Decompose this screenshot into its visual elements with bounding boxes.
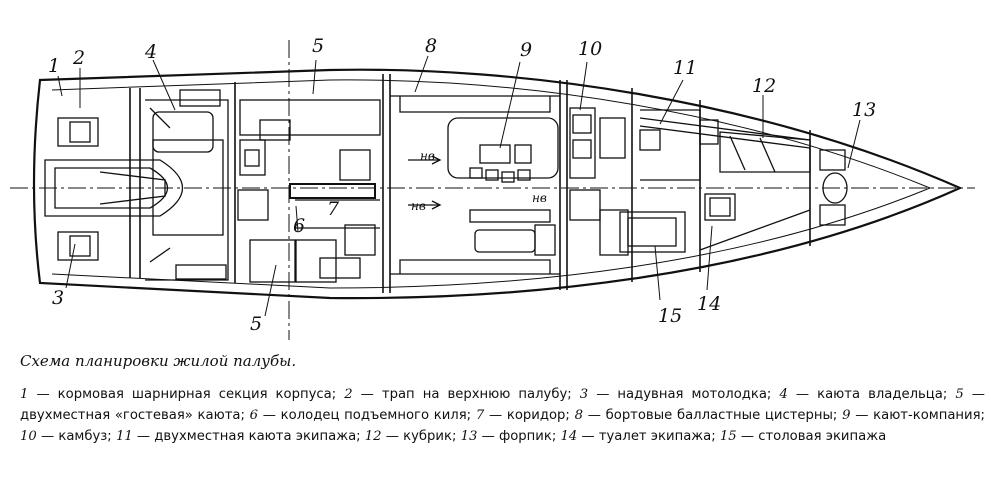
legend-text: — бортовые балластные цистерны; (582, 408, 843, 423)
corridor (295, 149, 380, 279)
forepeak (819, 149, 848, 226)
owner-cabin (145, 89, 229, 281)
hull-outline (32, 68, 963, 300)
hull-inner-line (51, 79, 932, 289)
legend-text: — кубрик; (381, 429, 461, 444)
label-6: 6 (293, 215, 305, 237)
legend-text: — форпик; (477, 429, 561, 444)
label-11: 11 (673, 57, 697, 79)
label-2: 2 (72, 47, 85, 69)
guest-cabin (237, 99, 381, 283)
legend-text: — трап на верхнюю палубу; (352, 387, 580, 402)
legend-number: 10 (20, 429, 37, 444)
label-nv-1: нв (420, 149, 435, 163)
legend-number: 15 (719, 429, 737, 444)
label-13: 13 (852, 99, 876, 121)
label-nv-3: нв (532, 191, 547, 205)
transom-section (57, 117, 99, 261)
legend-text: — двухместная «гостевая» каюта; (20, 387, 985, 423)
crew-toilet (699, 193, 811, 251)
legend-text: — кормовая шарнирная секция корпуса; (28, 387, 345, 402)
legend-number: 8 (574, 408, 583, 423)
label-10: 10 (578, 38, 602, 60)
legend-text: — кают-компания; (850, 408, 985, 423)
galley (569, 107, 629, 256)
keel-well (289, 183, 376, 199)
legend-number: 14 (560, 429, 578, 444)
legend-text: — двухместная каюта экипажа; (132, 429, 365, 444)
label-1: 1 (48, 55, 60, 77)
leader-lines (57, 55, 861, 317)
legend-number: 1 (20, 387, 29, 402)
legend-number: 13 (460, 429, 478, 444)
legend-number: 2 (344, 387, 353, 402)
legend-text: — камбуз; (36, 429, 116, 444)
label-nv-2: нв (411, 199, 426, 213)
figure-caption: Схема планировки жилой палубы. (20, 352, 297, 370)
legend-number: 4 (779, 387, 788, 402)
ballast-tanks (390, 95, 560, 275)
legend-text: — каюта владельца; (787, 387, 956, 402)
label-12: 12 (752, 75, 776, 97)
legend-number: 5 (955, 387, 964, 402)
legend-number: 6 (249, 408, 259, 423)
legend-text: — надувная мотолодка; (588, 387, 780, 402)
legend: 1 — кормовая шарнирная секция корпуса; 2… (20, 384, 985, 447)
label-4: 4 (144, 41, 157, 63)
deck-layout-plan: 1 2 3 4 5 5 6 7 8 9 10 11 12 13 14 15 нв… (10, 35, 975, 340)
crew-quarters (719, 131, 811, 173)
saloon (408, 117, 559, 256)
legend-number: 12 (364, 429, 382, 444)
legend-text: — столовая экипажа (736, 429, 887, 444)
label-8: 8 (425, 35, 437, 57)
label-9: 9 (520, 39, 532, 61)
label-5-lower: 5 (250, 313, 262, 335)
legend-number: 7 (475, 408, 485, 423)
label-14: 14 (697, 293, 721, 315)
legend-text: — туалет экипажа; (577, 429, 720, 444)
legend-number: 3 (579, 387, 589, 402)
legend-text: — коридор; (484, 408, 575, 423)
callouts: 1 2 3 4 5 5 6 7 8 9 10 11 12 13 14 15 нв… (48, 35, 876, 335)
legend-text: — колодец подъемного киля; (258, 408, 476, 423)
label-15: 15 (658, 305, 682, 327)
crew-mess (619, 211, 686, 253)
legend-number: 11 (115, 429, 133, 444)
label-3: 3 (52, 287, 64, 309)
crew-cabin (639, 109, 811, 181)
label-7: 7 (327, 198, 340, 220)
label-5: 5 (312, 35, 324, 57)
legend-number: 9 (842, 408, 851, 423)
